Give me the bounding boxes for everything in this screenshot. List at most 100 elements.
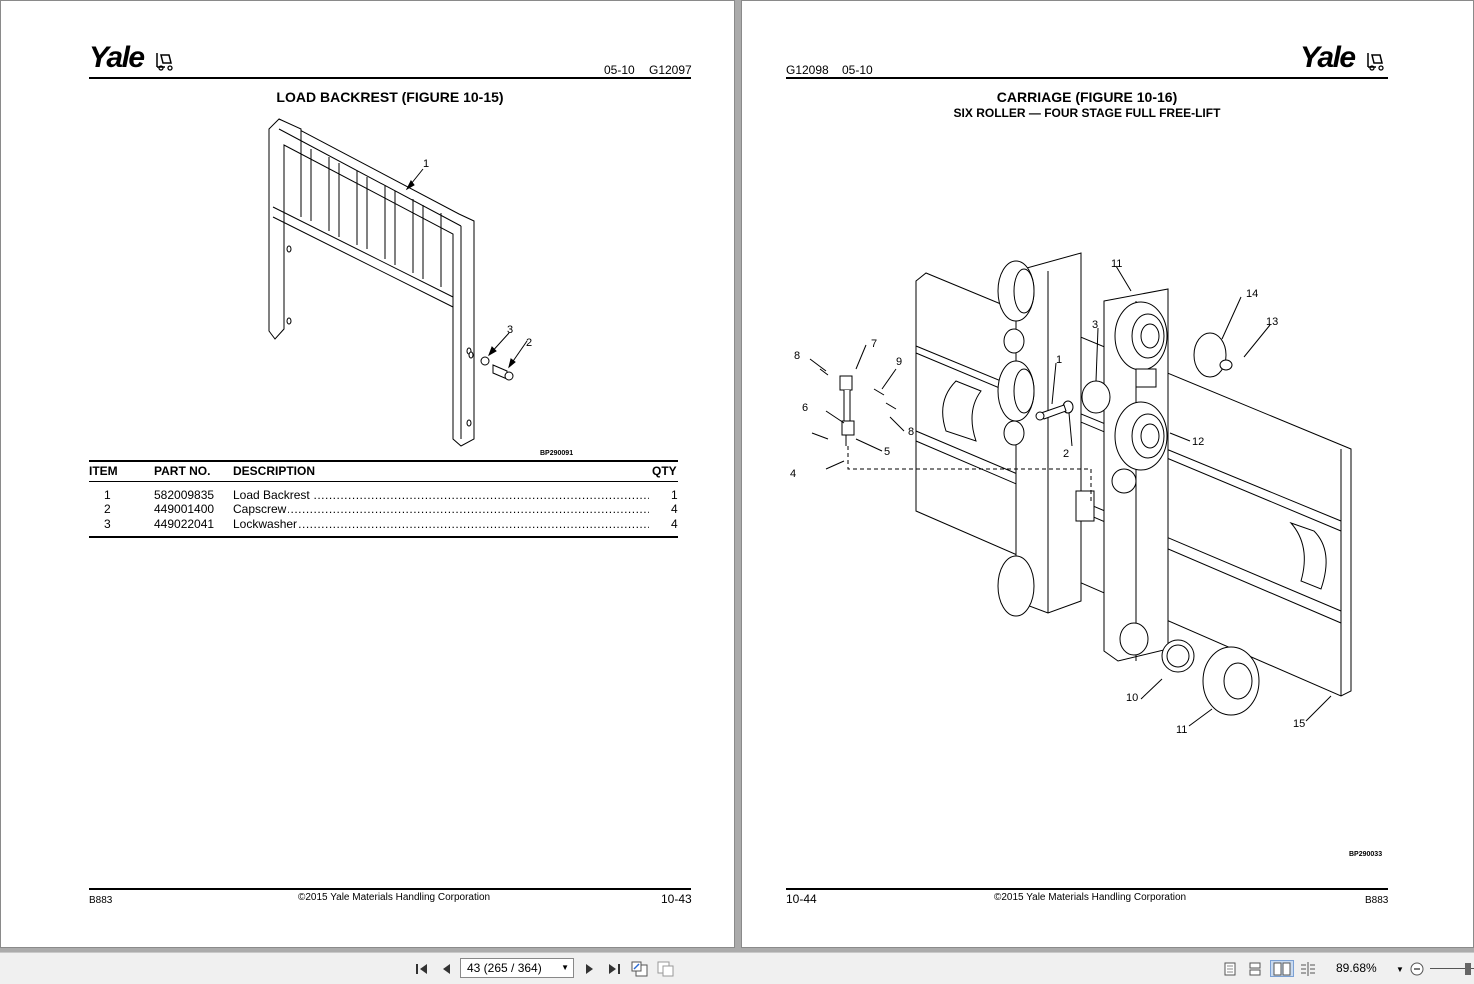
leader-dots: ........................................… bbox=[233, 517, 649, 531]
footer-page-number: 10-44 bbox=[786, 892, 817, 906]
figure-title: CARRIAGE (FIGURE 10-16) bbox=[996, 89, 1178, 105]
page-date: 05-10 bbox=[842, 63, 873, 77]
forklift-logo-icon bbox=[1367, 53, 1384, 71]
figure-subtitle: SIX ROLLER — FOUR STAGE FULL FREE-LIFT bbox=[953, 106, 1221, 120]
last-page-button[interactable] bbox=[604, 959, 624, 979]
zoom-dropdown-button[interactable]: ▼ bbox=[1393, 959, 1407, 979]
zoom-slider-track[interactable] bbox=[1430, 968, 1474, 969]
callout-3: 3 bbox=[1092, 319, 1098, 331]
continuous-page-icon bbox=[1249, 962, 1261, 975]
page-code: G12097 bbox=[649, 63, 692, 77]
navigation-toolbar: 43 (265 / 364) ▼ 89.68% ▼ bbox=[0, 952, 1474, 984]
facing-pages-icon bbox=[1273, 962, 1291, 975]
row-part-no: 449001400 bbox=[154, 502, 215, 516]
callout-14: 14 bbox=[1246, 288, 1258, 300]
continuous-view-button[interactable] bbox=[1245, 960, 1265, 977]
callout-5: 5 bbox=[884, 446, 890, 458]
zoom-level[interactable]: 89.68% bbox=[1336, 961, 1377, 975]
callout-12: 12 bbox=[1192, 436, 1204, 448]
callout-13: 13 bbox=[1266, 316, 1278, 328]
col-description-header: DESCRIPTION bbox=[233, 464, 316, 478]
next-view-button[interactable] bbox=[656, 959, 676, 979]
right-document-page: G12098 05-10 Yale CARRIAGE (FIGURE 10-16… bbox=[741, 0, 1474, 948]
footer-doc-code: B883 bbox=[1365, 895, 1389, 906]
row-part-no: 449022041 bbox=[154, 517, 215, 531]
page-date: 05-10 bbox=[604, 63, 635, 77]
facing-pages-view-button[interactable] bbox=[1270, 960, 1294, 977]
col-item-header: ITEM bbox=[89, 464, 118, 478]
previous-page-button[interactable] bbox=[436, 959, 456, 979]
page-code: G12098 bbox=[786, 63, 829, 77]
callout-15: 15 bbox=[1293, 718, 1305, 730]
last-page-icon bbox=[609, 964, 620, 974]
footer-doc-code: B883 bbox=[89, 895, 113, 906]
left-document-page: Yale 05-10 G12097 LOAD BACKREST (FIGURE … bbox=[0, 0, 735, 948]
callout-2: 2 bbox=[1063, 448, 1069, 460]
next-page-button[interactable] bbox=[580, 959, 600, 979]
callout-4: 4 bbox=[790, 468, 796, 480]
col-qty-header: QTY bbox=[652, 464, 677, 478]
zoom-slider-handle[interactable] bbox=[1465, 963, 1471, 975]
callout-2: 2 bbox=[526, 337, 532, 349]
callout-8a: 8 bbox=[794, 350, 800, 362]
previous-view-button[interactable] bbox=[630, 959, 650, 979]
carriage-diagram: 11 1 3 2 7 14 13 12 9 8 8 6 4 5 10 11 15 bbox=[790, 252, 1352, 736]
figure-reference: BP290091 bbox=[540, 450, 574, 457]
row-item: 1 bbox=[104, 488, 111, 502]
row-description: Lockwasher bbox=[233, 517, 300, 532]
footer-copyright: ©2015 Yale Materials Handling Corporatio… bbox=[994, 892, 1187, 903]
facing-continuous-view-button[interactable] bbox=[1298, 960, 1318, 977]
figure-title: LOAD BACKREST (FIGURE 10-15) bbox=[276, 89, 504, 105]
single-page-icon bbox=[1224, 962, 1236, 975]
first-page-icon bbox=[416, 964, 427, 974]
yale-logo: Yale bbox=[1300, 43, 1384, 73]
footer-rule bbox=[786, 888, 1388, 890]
row-item: 3 bbox=[104, 517, 111, 531]
callout-10: 10 bbox=[1126, 692, 1138, 704]
callout-11: 11 bbox=[1111, 258, 1122, 270]
callout-3: 3 bbox=[507, 324, 513, 336]
col-part-no-header: PART NO. bbox=[154, 464, 211, 478]
zoom-out-icon bbox=[1410, 962, 1424, 976]
callout-9: 9 bbox=[896, 356, 902, 368]
leader-dots: ........................................… bbox=[233, 488, 649, 502]
callout-7: 7 bbox=[871, 338, 877, 350]
callout-6: 6 bbox=[802, 402, 808, 414]
next-page-icon bbox=[586, 964, 593, 974]
zoom-out-button[interactable] bbox=[1407, 959, 1427, 979]
table-header-rule bbox=[89, 481, 678, 482]
header-rule bbox=[89, 77, 691, 79]
figure-reference: BP290033 bbox=[1349, 851, 1383, 858]
row-qty: 4 bbox=[671, 517, 678, 531]
callout-8b: 8 bbox=[908, 426, 914, 438]
row-description: Load Backrest bbox=[233, 488, 312, 503]
row-qty: 4 bbox=[671, 502, 678, 516]
chevron-down-icon: ▼ bbox=[561, 963, 569, 972]
callout-1: 1 bbox=[1056, 354, 1062, 366]
chevron-down-icon: ▼ bbox=[1396, 964, 1404, 974]
load-backrest-diagram: 1 2 3 bbox=[268, 118, 532, 447]
forklift-logo-icon bbox=[156, 53, 173, 71]
header-rule bbox=[786, 77, 1388, 79]
row-item: 2 bbox=[104, 502, 111, 516]
leader-dots: ........................................… bbox=[233, 502, 649, 516]
footer-rule bbox=[89, 888, 691, 890]
facing-continuous-icon bbox=[1301, 961, 1315, 976]
first-page-button[interactable] bbox=[412, 959, 432, 979]
row-part-no: 582009835 bbox=[154, 488, 215, 502]
previous-view-icon bbox=[631, 961, 648, 977]
footer-copyright: ©2015 Yale Materials Handling Corporatio… bbox=[298, 892, 491, 903]
page-number-value: 43 (265 / 364) bbox=[467, 961, 542, 975]
yale-logo: Yale bbox=[89, 43, 173, 73]
next-view-icon bbox=[657, 961, 674, 977]
callout-11b: 11 bbox=[1176, 724, 1187, 736]
page-number-select[interactable]: 43 (265 / 364) ▼ bbox=[460, 958, 574, 978]
callout-1: 1 bbox=[423, 158, 429, 170]
row-description: Capscrew bbox=[233, 502, 289, 517]
previous-page-icon bbox=[443, 964, 450, 974]
table-bottom-rule bbox=[89, 536, 678, 538]
footer-page-number: 10-43 bbox=[661, 892, 692, 906]
table-top-rule bbox=[89, 460, 678, 462]
single-page-view-button[interactable] bbox=[1220, 960, 1240, 977]
row-qty: 1 bbox=[671, 488, 678, 502]
